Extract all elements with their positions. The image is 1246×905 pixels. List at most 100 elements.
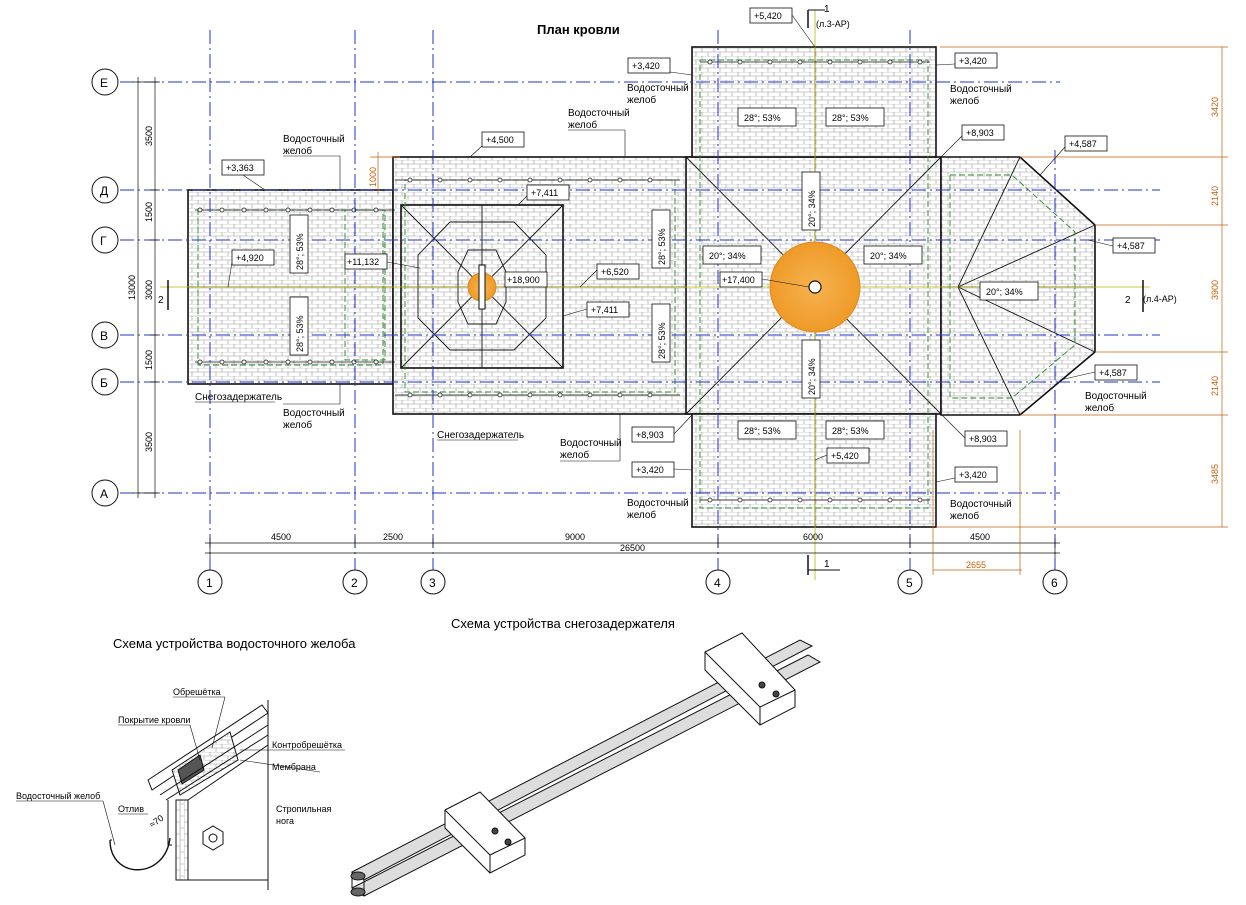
snow-guard-label-2: Снегозадержатель	[437, 430, 524, 441]
elevation-leaders	[227, 14, 1114, 483]
gutter-label-9b: желоб	[1085, 402, 1114, 414]
elev-13: +17,400	[722, 275, 755, 285]
dim-left-5: 3500	[144, 432, 154, 452]
gutter-label-4b: желоб	[950, 95, 979, 107]
dim-right-3: 3900	[1210, 280, 1220, 300]
axis-label-g: Г	[100, 234, 107, 248]
dim-bottom-3: 9000	[565, 532, 585, 542]
slope-vertical-top: 20°; 34%	[807, 190, 817, 227]
dim-left-total: 13000	[127, 275, 137, 300]
slope-n1: 28°; 53%	[744, 113, 781, 123]
section-2-ref: (л.4-АР)	[1143, 294, 1177, 304]
axis-letter-markers: Е Д Г В Б А	[91, 68, 119, 507]
roof-south-wing	[691, 413, 937, 528]
section-1-bottom: 1	[824, 559, 830, 570]
gutter-label-3b: желоб	[627, 94, 656, 106]
dim-left-3: 3000	[144, 280, 154, 300]
elev-7: +3,363	[226, 163, 254, 173]
dim-left-4: 1500	[144, 350, 154, 370]
elevation-boxes	[221, 7, 1156, 483]
axis-label-2: 2	[351, 576, 358, 590]
gutter-scheme-title: Схема устройства водосточного желоба	[113, 636, 356, 651]
elev-4: +4,500	[486, 135, 514, 145]
snow-guard-isometric	[350, 632, 822, 897]
elev-10: +11,132	[347, 257, 379, 267]
gutter-detail-drawing	[109, 700, 269, 890]
gutter-label-1a: Водосточный	[283, 134, 345, 145]
slope-vertical-bottom: 20°; 34%	[807, 358, 817, 395]
slope-s2: 28°; 53%	[832, 426, 869, 436]
elev-21: +3,420	[959, 470, 987, 480]
callout-labels: Водосточный желоб Водосточный желоб Водо…	[195, 83, 1147, 522]
axis-label-1: 1	[206, 576, 213, 590]
slope-n2: 28°; 53%	[832, 113, 869, 123]
elev-1: +5,420	[754, 11, 782, 21]
elev-3: +3,420	[959, 56, 987, 66]
elev-8: +7,411	[531, 188, 558, 198]
slope-texts: 28°; 53% 28°; 53% 28°; 53% 28°; 53% 20°;…	[295, 113, 1023, 436]
elev-9: +4,920	[236, 253, 264, 263]
gutter-label-1b: желоб	[283, 145, 312, 157]
gutter-label-8b: желоб	[950, 510, 979, 522]
lbl-kontrobreshetka: Контробрешётка	[272, 740, 342, 750]
dim-bottom-extra: 2655	[966, 560, 986, 570]
elev-5: +8,903	[966, 128, 994, 138]
gutter-label-3a: Водосточный	[627, 83, 689, 94]
elev-2: +3,420	[632, 61, 660, 71]
gutter-label-5b: желоб	[283, 419, 312, 431]
slope-boxes	[289, 107, 1039, 440]
dim-left-texts: 3500 1500 3000 1500 3500 13000 1000	[127, 126, 378, 452]
axis-label-3: 3	[429, 576, 436, 590]
dim-right-1: 3420	[1210, 97, 1220, 117]
dim-left-2: 1500	[144, 202, 154, 222]
gutter-label-7b: желоб	[627, 509, 656, 521]
elev-14: +4,587	[1117, 241, 1145, 251]
slope-left-top: 28°; 53%	[295, 233, 305, 270]
slope-apse: 20°; 34%	[986, 287, 1023, 297]
snow-guard-label-1: Снегозадержатель	[195, 392, 282, 403]
slope-left-bottom: 28°; 53%	[295, 315, 305, 352]
elevation-texts: +5,420 +3,420 +3,420 +4,500 +8,903 +4,58…	[226, 11, 1145, 480]
elev-16: +4,587	[1099, 368, 1127, 378]
lbl-otliv: Отлив	[118, 804, 144, 814]
dim-left-1: 3500	[144, 126, 154, 146]
dim-bottom-total: 26500	[620, 543, 645, 553]
gutter-label-2a: Водосточный	[568, 108, 630, 119]
snow-guard-scheme-title: Схема устройства снегозадержателя	[451, 616, 675, 631]
elev-19: +5,420	[831, 451, 859, 461]
axis-number-markers: 1 2 3 4 5 6	[197, 569, 1068, 595]
gutter-label-9a: Водосточный	[1085, 391, 1147, 402]
axis-label-d: Д	[100, 184, 108, 198]
axis-label-a: А	[100, 487, 108, 501]
lbl-stropilnaya1: Стропильная	[276, 804, 331, 814]
section-1-top: 1	[824, 4, 830, 15]
elev-20: +8,903	[969, 434, 997, 444]
dim-right-5: 3485	[1210, 464, 1220, 484]
axis-label-e: Е	[100, 76, 108, 90]
section-2-left: 2	[158, 295, 164, 306]
gutter-detail-labels: Обрешётка Покрытие кровли Контробрешётка…	[16, 687, 345, 846]
dim-left-extra: 1000	[368, 167, 378, 187]
elev-17: +8,903	[636, 430, 664, 440]
main-dome-cross	[808, 280, 822, 294]
dim-bottom-4: 6000	[803, 532, 823, 542]
dimension-lines	[133, 77, 1060, 558]
lbl-vodostochny: Водосточный желоб	[16, 791, 100, 801]
elev-18: +3,420	[636, 465, 664, 475]
lbl-membrana: Мембрана	[272, 762, 316, 772]
gutter-label-8a: Водосточный	[950, 499, 1012, 510]
tower-cross	[478, 264, 486, 310]
axis-label-4: 4	[714, 576, 721, 590]
lbl-obreshetka: Обрешётка	[173, 687, 221, 697]
gutter-label-6b: желоб	[560, 449, 589, 461]
gutter-label-7a: Водосточный	[627, 498, 689, 509]
elev-12: +6,520	[601, 267, 629, 277]
dim-bottom-5: 4500	[970, 532, 990, 542]
slope-w: 20°; 34%	[709, 251, 746, 261]
lbl-stropilnaya2: нога	[276, 816, 294, 826]
axis-label-v: В	[100, 329, 108, 343]
gutter-label-2b: желоб	[568, 119, 597, 131]
slope-s1: 28°; 53%	[744, 426, 781, 436]
axis-label-b: Б	[100, 376, 108, 390]
